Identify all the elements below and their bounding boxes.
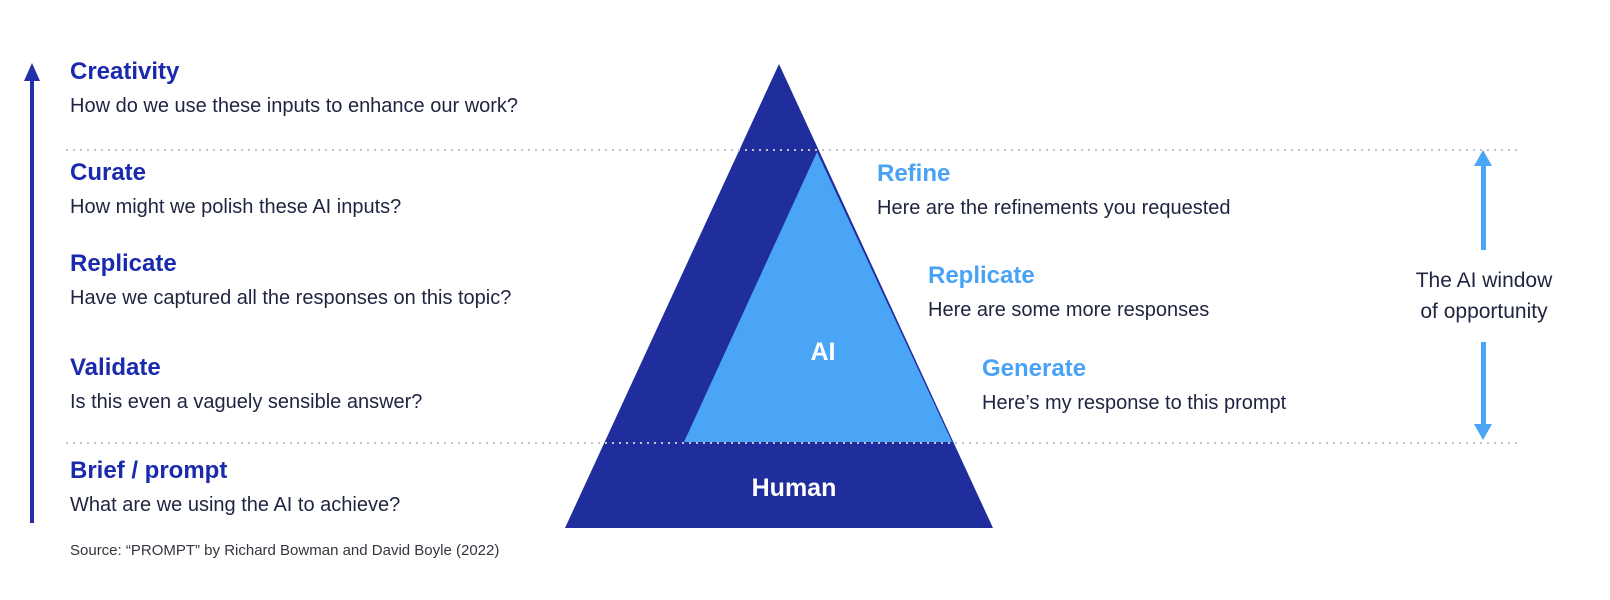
left-item-desc: How do we use these inputs to enhance ou… [70,95,519,117]
right-item-generate: Generate Here’s my response to this prom… [982,354,1286,416]
right-item-desc: Here are some more responses [928,299,1210,321]
window-up-arrow-shaft [1481,164,1486,250]
left-item-brief-prompt: Brief / prompt What are we using the AI … [70,456,400,518]
left-item-curate: Curate How might we polish these AI inpu… [70,158,401,220]
left-item-title: Brief / prompt [70,457,228,484]
left-item-creativity: Creativity How do we use these inputs to… [70,57,518,119]
axis-up-arrow-icon [24,63,40,81]
left-item-title: Curate [70,159,147,186]
left-item-title: Validate [70,354,161,381]
dotted-divider-top [66,149,1517,151]
pyramid-ai-label: AI [810,338,836,366]
window-of-opportunity-label: The AI window of opportunity [1389,265,1579,327]
right-item-title: Refine [877,160,951,187]
left-item-desc: Have we captured all the responses on th… [70,287,512,309]
left-item-title: Creativity [70,58,180,85]
left-item-desc: Is this even a vaguely sensible answer? [70,391,423,413]
left-item-replicate: Replicate Have we captured all the respo… [70,249,511,311]
left-item-desc: What are we using the AI to achieve? [70,494,401,516]
right-item-desc: Here’s my response to this prompt [982,392,1287,414]
window-label-line1: The AI window [1415,269,1553,292]
left-item-title: Replicate [70,250,177,277]
left-item-validate: Validate Is this even a vaguely sensible… [70,353,422,415]
dotted-divider-bottom [66,442,1517,444]
right-item-replicate: Replicate Here are some more responses [928,261,1209,323]
window-label-line2: of opportunity [1420,300,1548,323]
pyramid-human-label: Human [751,474,837,502]
right-item-title: Generate [982,355,1087,382]
window-down-arrow-shaft [1481,342,1486,426]
right-item-desc: Here are the refinements you requested [877,197,1231,219]
window-up-arrow-icon [1474,150,1492,166]
right-item-refine: Refine Here are the refinements you requ… [877,159,1231,221]
window-down-arrow-icon [1474,424,1492,440]
source-attribution: Source: “PROMPT” by Richard Bowman and D… [70,542,500,559]
axis-arrow-shaft [30,80,34,523]
left-item-desc: How might we polish these AI inputs? [70,196,402,218]
pyramid-inner-triangle-ai [684,152,952,442]
right-item-title: Replicate [928,262,1035,289]
